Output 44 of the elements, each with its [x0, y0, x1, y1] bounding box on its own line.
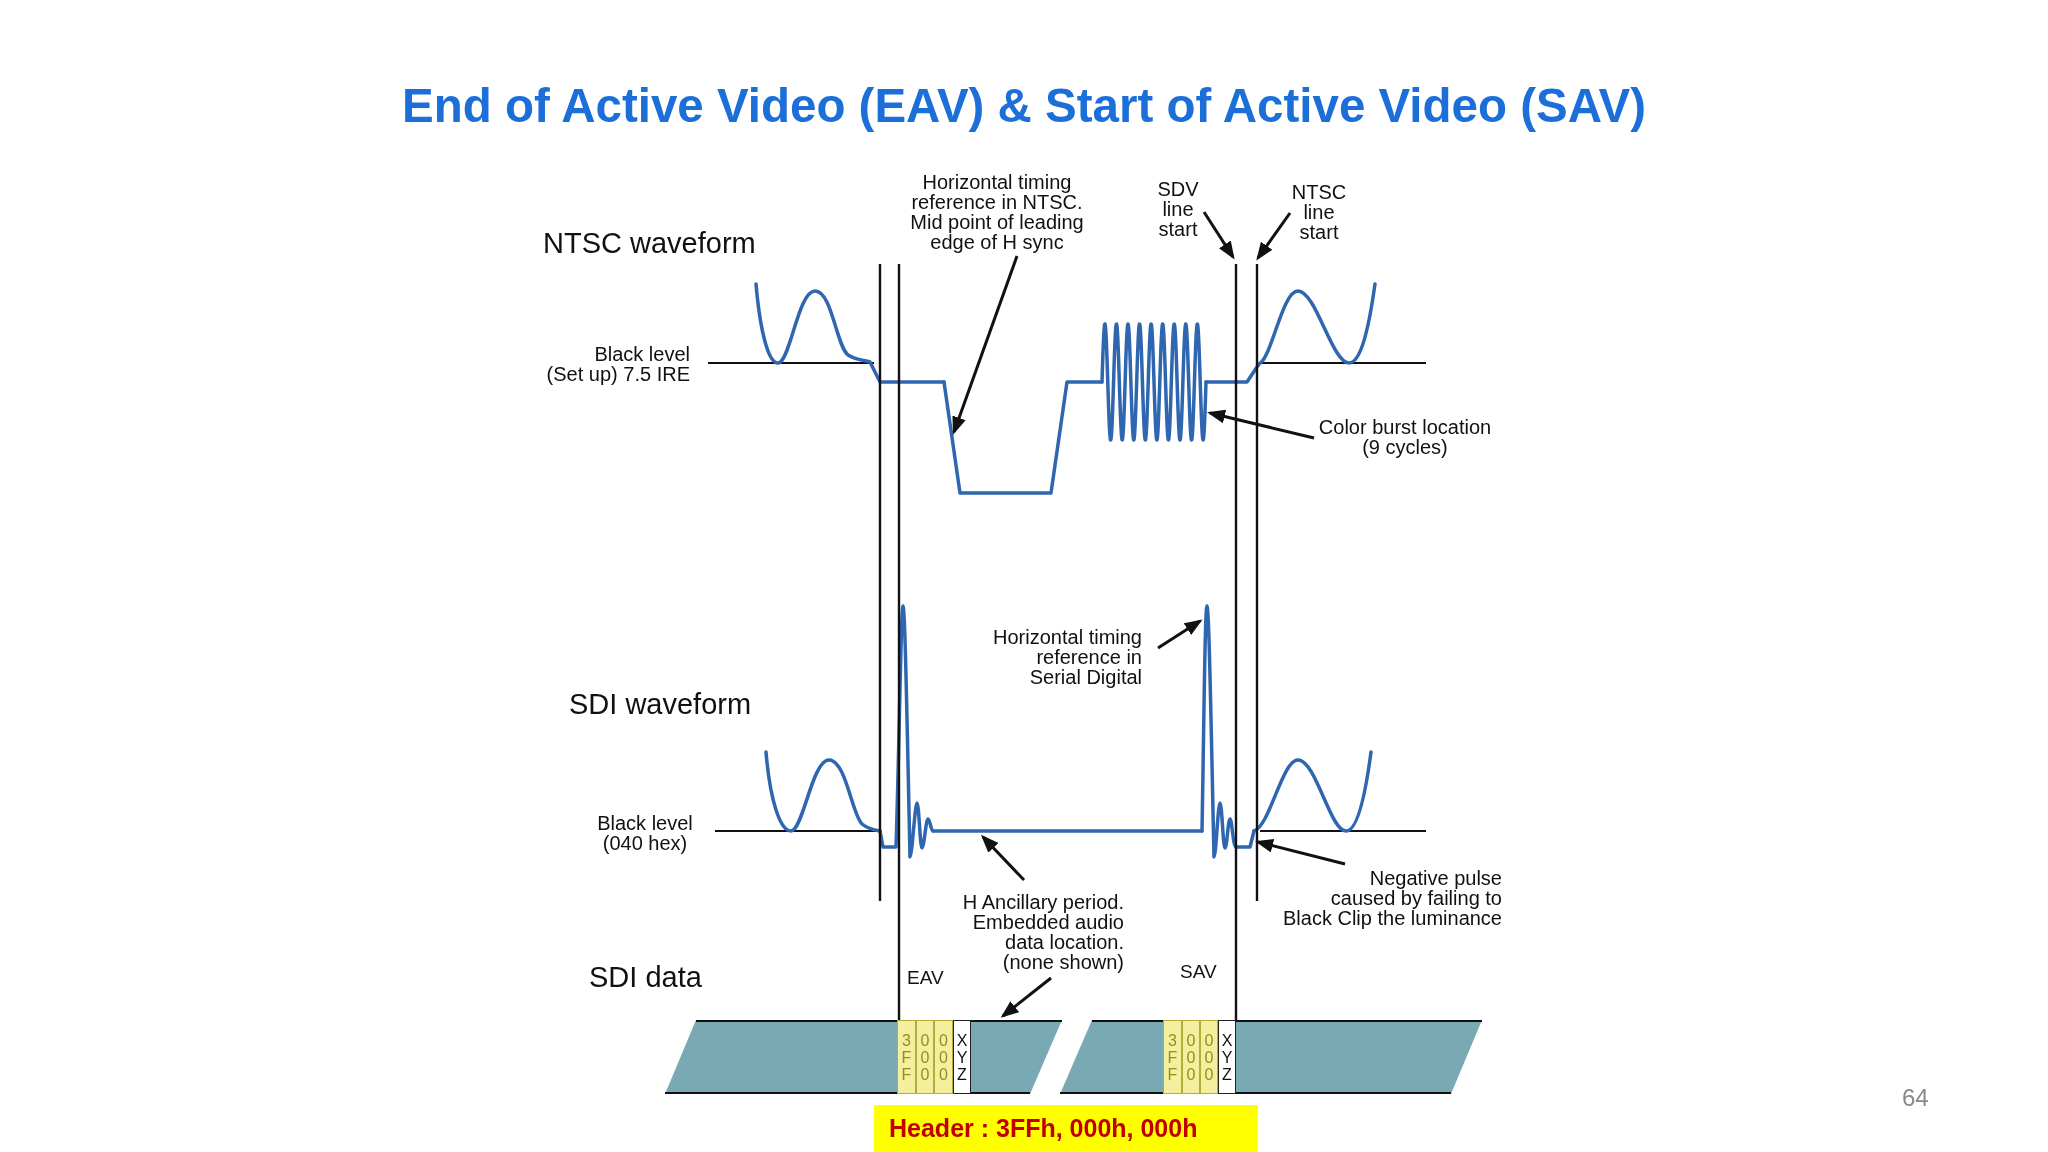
data-word-cell: X Y Z [1218, 1020, 1236, 1094]
timing-spike [1200, 604, 1238, 859]
marker-label: EAV [907, 968, 944, 988]
level-label: Black level (040 hex) [597, 813, 693, 853]
negative-pulse [1234, 829, 1256, 849]
leader-arrow [1157, 619, 1203, 650]
data-word-cell: 0 0 0 [934, 1020, 953, 1094]
annotation-text: Horizontal timing reference in NTSC. Mid point of leading edge of H sync [910, 172, 1084, 252]
header-note: Header : 3FFh, 000h, 000h [874, 1105, 1258, 1152]
annotation-text: H Ancillary period. Embedded audio data location. (none shown) [962, 892, 1124, 972]
leader-arrow [1256, 212, 1292, 261]
leader-arrow [980, 834, 1026, 882]
annotation-text: SDV line start [1157, 179, 1199, 239]
section-label: SDI data [589, 960, 702, 994]
data-word-cell: 0 0 0 [916, 1020, 934, 1094]
annotation-text: Color burst location (9 cycles) [1318, 417, 1492, 457]
annotation-text: NTSC line start [1291, 182, 1347, 242]
section-label: NTSC waveform [543, 226, 756, 260]
annotation-text: Negative pulse caused by failing to Black Clip the luminance [1283, 868, 1502, 928]
data-word-cell: 3 F F [1163, 1020, 1182, 1094]
data-word-cell: 3 F F [897, 1020, 916, 1094]
data-word-cell: 0 0 0 [1182, 1020, 1200, 1094]
marker-label: SAV [1180, 962, 1217, 982]
page-number: 64 [1902, 1084, 1929, 1112]
color-burst-wave [1100, 322, 1208, 442]
timing-boundary-line [878, 264, 882, 901]
slide-title: End of Active Video (EAV) & Start of Active Video (SAV) [402, 78, 1646, 134]
leader-arrow [1000, 976, 1052, 1018]
data-word-cell: 0 0 0 [1200, 1020, 1218, 1094]
timing-boundary-line [897, 264, 901, 1020]
data-stream-bar [665, 1020, 1062, 1094]
flat-signal-segment [931, 829, 1204, 833]
timing-boundary-line [1255, 264, 1259, 901]
leader-arrow [1207, 409, 1315, 440]
section-label: SDI waveform [569, 687, 752, 721]
leader-arrow [1255, 838, 1346, 866]
leader-arrow [952, 255, 1019, 435]
data-word-cell: X Y Z [953, 1020, 971, 1094]
timing-boundary-line [1234, 264, 1238, 1020]
annotation-text: Horizontal timing reference in Serial Digital [993, 627, 1142, 687]
sync-pulse [942, 380, 1104, 495]
leader-arrow [1202, 211, 1235, 260]
level-label: Black level (Set up) 7.5 IRE [546, 344, 690, 384]
data-stream-bar [1060, 1020, 1482, 1094]
